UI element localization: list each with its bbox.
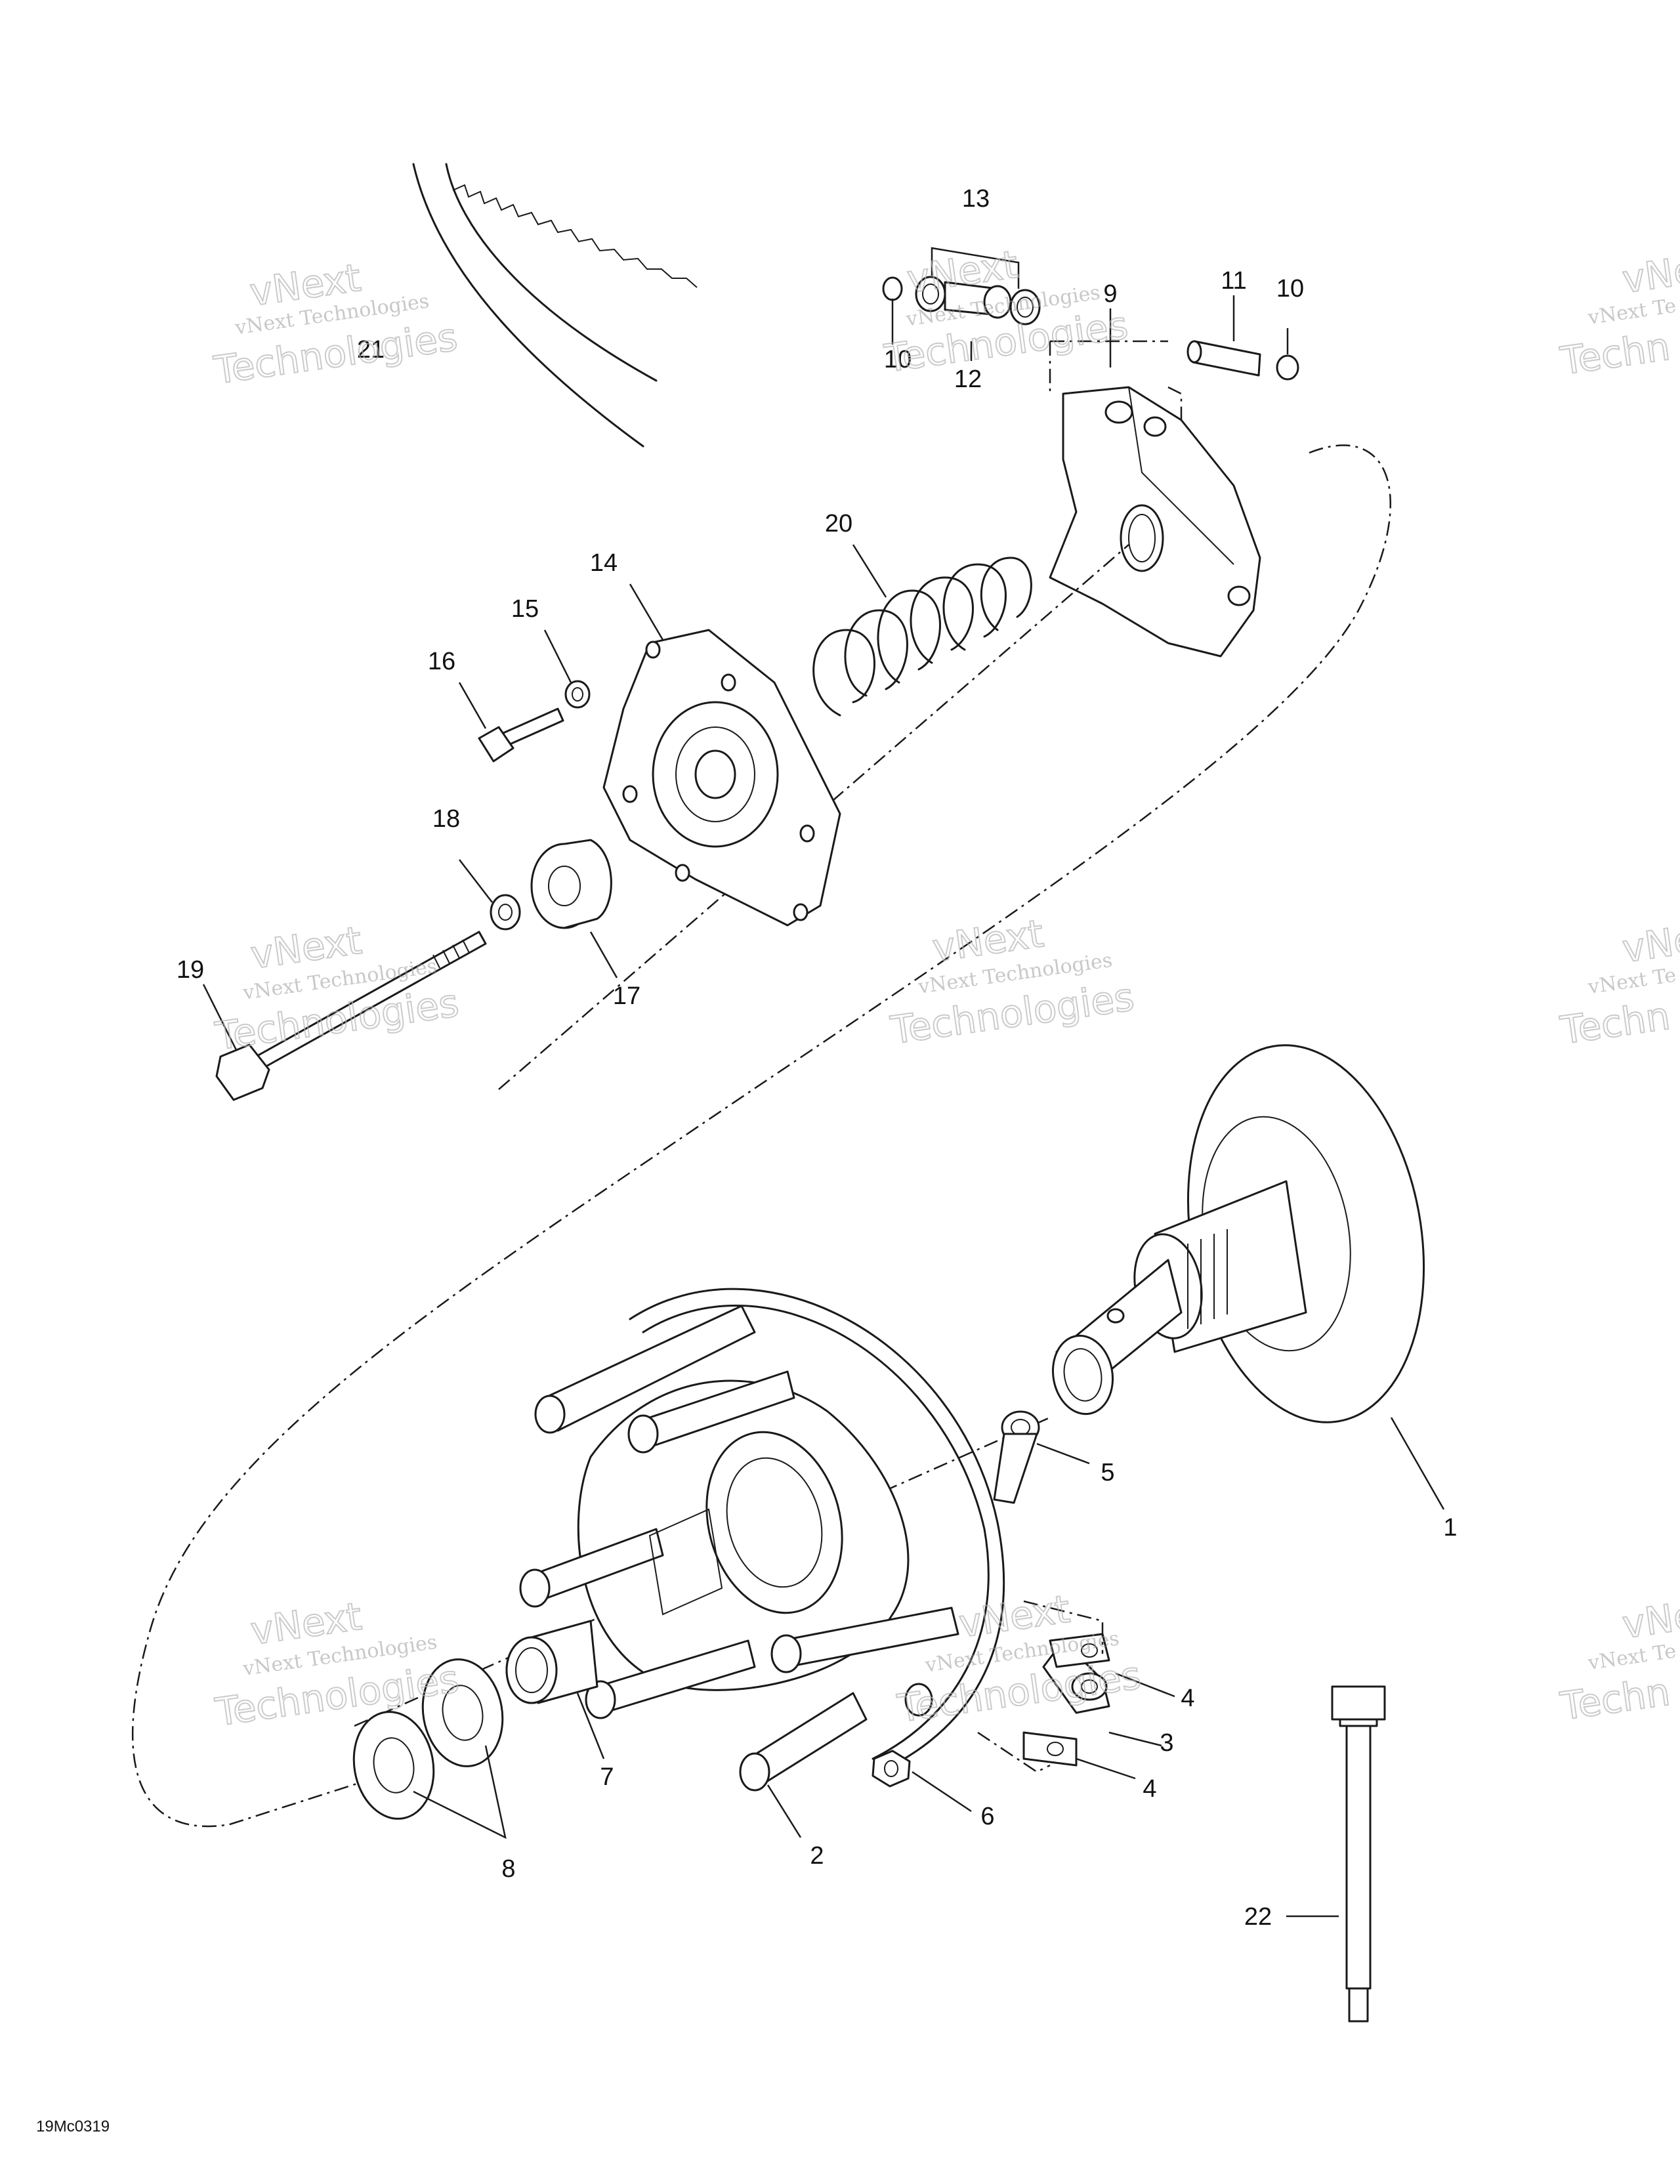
callout-4-lower: 4 [1143, 1775, 1156, 1803]
callout-19: 19 [177, 956, 204, 984]
leader-lines [202, 295, 1445, 1918]
svg-text:Techn: Techn [1557, 324, 1673, 384]
callout-18: 18 [432, 805, 460, 833]
movable-sheave-part-2 [519, 1288, 1005, 1792]
svg-text:vNe: vNe [1620, 1593, 1680, 1647]
watermark-middle-right: vNe vNext Te Techn [1557, 916, 1680, 1053]
callout-6: 6 [980, 1803, 994, 1830]
svg-text:vNe: vNe [1620, 247, 1680, 302]
spider-part-9 [1049, 340, 1261, 658]
bushing-part-17 [530, 839, 612, 929]
lock-washer-part-15 [564, 680, 591, 709]
svg-text:Techn: Techn [1557, 994, 1673, 1053]
spring-part-20 [812, 556, 1032, 717]
document-reference: 19Mc0319 [36, 2118, 110, 2135]
pin-part-11 [1186, 340, 1261, 377]
bolt-part-19 [215, 931, 487, 1101]
fixed-sheave-part-1 [1051, 1044, 1425, 1423]
clip-part-10 [1276, 354, 1299, 381]
watermark-top-right: vNe vNext Te Techn [1557, 247, 1680, 384]
watermark-bottom-right: vNe vNext Te Techn [1557, 1592, 1680, 1729]
bushing-part-7 [505, 1620, 598, 1704]
watermark-middle-left: vNext vNext Technologies Technologies [212, 917, 462, 1060]
roller-assembly-part-13 [882, 247, 1041, 326]
screw-part-16 [478, 707, 564, 763]
belt-loop-outline [131, 444, 1392, 1828]
bolt-part-22 [1331, 1685, 1386, 2023]
callout-10-left: 10 [884, 346, 912, 373]
callout-16: 16 [428, 648, 455, 675]
callout-4-upper: 4 [1181, 1685, 1194, 1712]
callout-3: 3 [1160, 1729, 1173, 1757]
callout-1: 1 [1443, 1514, 1457, 1542]
callout-5: 5 [1101, 1459, 1114, 1486]
callout-22: 22 [1244, 1903, 1272, 1931]
callout-17: 17 [613, 982, 640, 1010]
callout-8: 8 [501, 1855, 515, 1883]
callout-11: 11 [1221, 267, 1246, 295]
callout-14: 14 [590, 549, 618, 577]
callout-9: 9 [1103, 280, 1117, 308]
callout-7: 7 [600, 1763, 614, 1791]
socket-screw-part-5 [993, 1410, 1040, 1504]
callout-13: 13 [962, 185, 990, 213]
svg-text:Techn: Techn [1557, 1670, 1673, 1729]
svg-text:vNe: vNe [1620, 917, 1680, 971]
watermark-top-center: vNext vNext Technologies Technologies [881, 242, 1131, 382]
washer-part-18 [490, 894, 521, 931]
nut-small-part-6 [904, 1683, 933, 1717]
nut-part-6 [872, 1750, 911, 1788]
watermark-middle-center: vNext vNext Technologies Technologies [887, 910, 1137, 1053]
clip-part-4-upper [1049, 1633, 1110, 1668]
drive-belt-part-21 [412, 163, 698, 448]
clip-part-4-lower [1022, 1731, 1078, 1767]
callout-12: 12 [954, 366, 982, 393]
watermark-top-left: vNext vNext Technologies Technologies [211, 255, 461, 394]
callout-2: 2 [810, 1842, 824, 1870]
callout-15: 15 [511, 595, 539, 623]
cover-plate-part-14 [602, 629, 841, 927]
callout-20: 20 [825, 510, 852, 537]
callout-10-right: 10 [1276, 275, 1304, 303]
callout-21: 21 [357, 336, 385, 364]
clip-group-bracket [977, 1600, 1104, 1773]
